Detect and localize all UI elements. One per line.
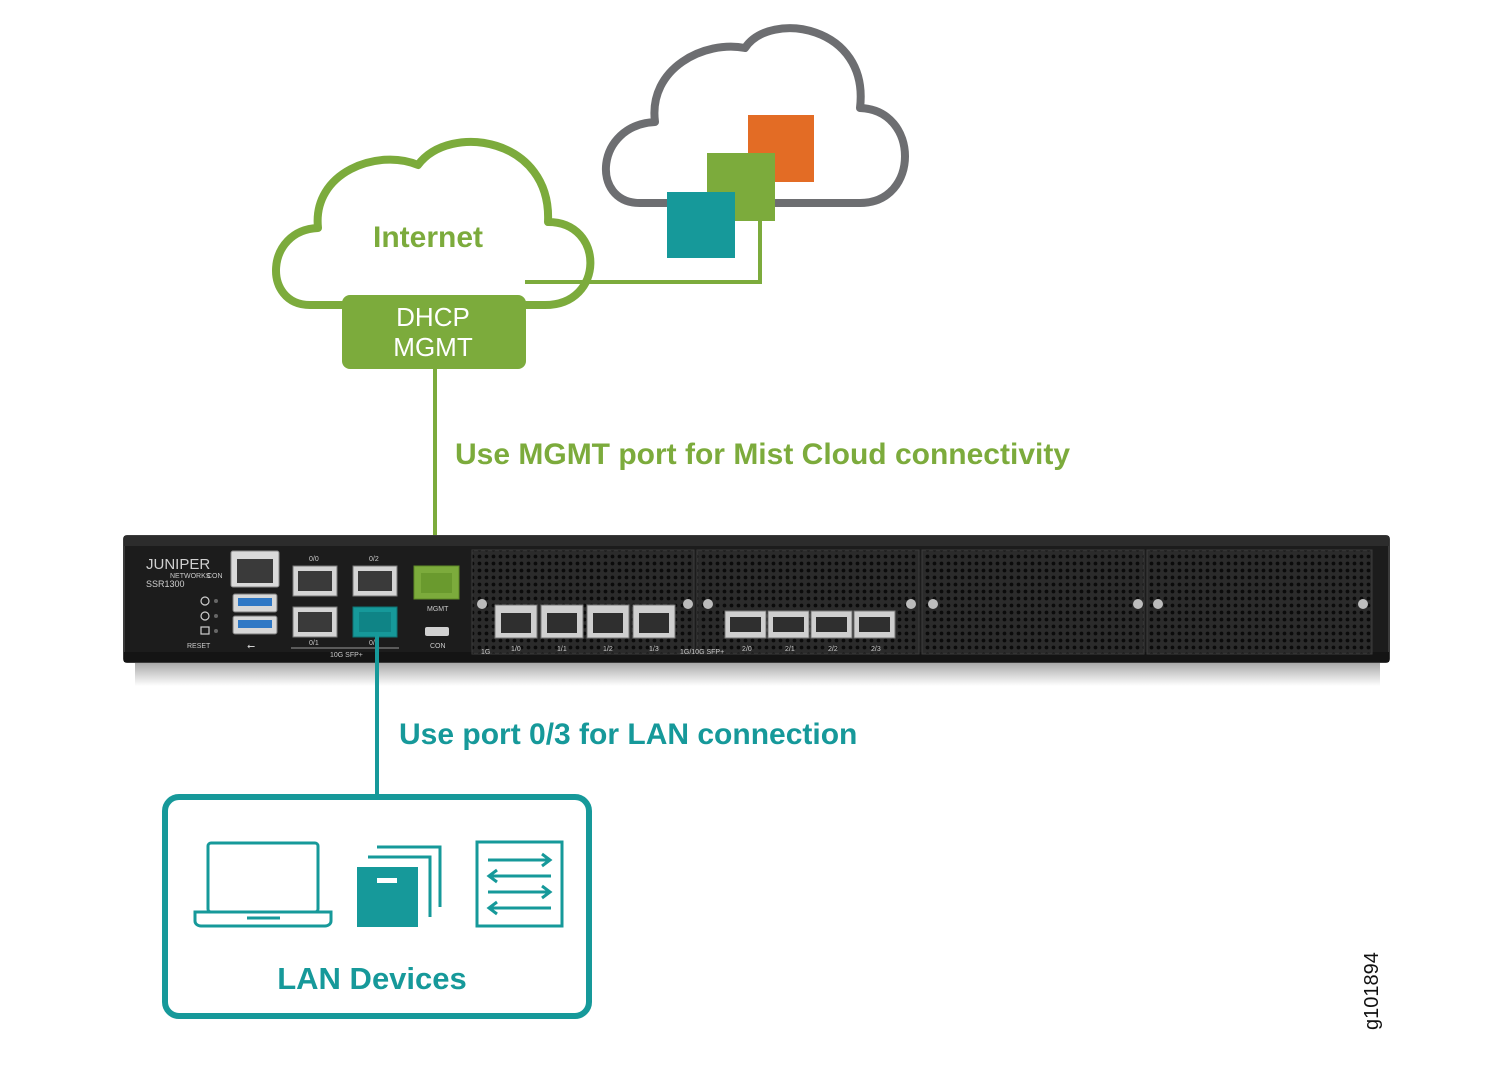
port-2-3-slot xyxy=(859,617,890,632)
storage-icon xyxy=(200,626,210,635)
mist-cloud xyxy=(602,24,909,258)
internet-label: Internet xyxy=(373,221,483,254)
led-3 xyxy=(214,629,218,633)
figure-id: g101894 xyxy=(1361,952,1383,1030)
brand-sub: NETWORKS xyxy=(170,573,211,580)
module-1-screw xyxy=(477,599,487,609)
port-2-1-label: 2/1 xyxy=(785,646,795,653)
sfp-port-0-0-slot xyxy=(298,571,332,591)
mgmt-port-jack xyxy=(421,573,452,593)
device-top-bevel xyxy=(124,536,1389,546)
lan-box-frame xyxy=(162,794,592,1019)
sfp-port-0-2-slot xyxy=(358,571,392,591)
port-1-2-label: 1/2 xyxy=(603,646,613,653)
device-bottom-bevel xyxy=(124,652,1389,662)
dhcp-label: DHCP xyxy=(396,302,470,332)
module-3-blank xyxy=(921,549,1145,655)
port-2-0-slot xyxy=(730,617,761,632)
group-1g-label: 1G xyxy=(481,649,490,656)
port-1-1-label: 1/1 xyxy=(557,646,567,653)
module-3-screw-2 xyxy=(1133,599,1143,609)
module-4-screw-2 xyxy=(1358,599,1368,609)
port-2-1-slot xyxy=(773,617,804,632)
usb-port-1-tongue xyxy=(238,598,272,606)
con-port[interactable] xyxy=(425,627,449,636)
switch-icon xyxy=(475,840,564,928)
reset-label: RESET xyxy=(187,643,211,650)
lan-devices-box: LAN Devices xyxy=(162,794,592,1019)
port-0-2-label: 0/2 xyxy=(369,556,379,563)
port-2-3-label: 2/3 xyxy=(871,646,881,653)
led-2 xyxy=(214,614,218,618)
led-1 xyxy=(214,599,218,603)
sfp-port-0-1-slot xyxy=(298,612,332,632)
module-3-screw xyxy=(928,599,938,609)
status-icon xyxy=(200,611,210,621)
port-0-0-label: 0/0 xyxy=(309,556,319,563)
status-leds xyxy=(200,596,218,635)
port-1-3-label: 1/3 xyxy=(649,646,659,653)
lan-devices-label: LAN Devices xyxy=(277,961,467,996)
power-icon xyxy=(200,596,210,606)
switch-icon-frame xyxy=(475,840,564,928)
server-stack-icon xyxy=(357,845,442,927)
dhcp-mgmt-box: DHCP MGMT xyxy=(342,295,526,369)
usb-icon: ⭠ xyxy=(247,641,255,652)
cloud-link-line xyxy=(525,220,762,284)
ssr1300-device: JUNIPER NETWORKS SSR1300 CON RESET ⭠ 0/0… xyxy=(123,535,1390,686)
port-2-2-slot xyxy=(816,617,847,632)
laptop-icon-screen xyxy=(206,841,320,914)
sfp-group-label: 10G SFP+ xyxy=(330,652,363,659)
switch-icon-arrow-right-1 xyxy=(488,852,553,868)
dhcp-mgmt-box-bg xyxy=(342,295,526,369)
port-1-0-label: 1/0 xyxy=(511,646,521,653)
server-stack-handle xyxy=(377,878,397,883)
mist-square-teal xyxy=(667,192,735,258)
sfp-port-0-3-slot xyxy=(359,612,391,632)
mgmt-caption: Use MGMT port for Mist Cloud connectivit… xyxy=(455,438,1070,471)
module-2-screw xyxy=(703,599,713,609)
module-2-screw-2 xyxy=(906,599,916,609)
module-1-screw-2 xyxy=(683,599,693,609)
switch-icon-arrow-right-2 xyxy=(488,884,553,900)
port-2-2-label: 2/2 xyxy=(828,646,838,653)
con-top-label: CON xyxy=(207,573,223,580)
laptop-icon-base xyxy=(193,910,333,928)
port-0-3-label: 0/3 xyxy=(369,640,379,647)
brand-logo: JUNIPER xyxy=(146,556,210,573)
server-stack-back xyxy=(377,845,442,907)
port-2-0-label: 2/0 xyxy=(742,646,752,653)
internet-cloud-outline xyxy=(272,137,595,309)
con-port-label: CON xyxy=(430,643,446,650)
module-4-screw xyxy=(1153,599,1163,609)
port-0-1-label: 0/1 xyxy=(309,640,319,647)
module-4-blank xyxy=(1146,549,1373,655)
mgmt-port-label: MGMT xyxy=(427,606,449,613)
usb-port-2-tongue xyxy=(238,620,272,628)
mgmt-label: MGMT xyxy=(393,332,473,362)
port-1-0-jack xyxy=(501,613,531,633)
internet-cloud: Internet xyxy=(272,137,595,309)
model-label: SSR1300 xyxy=(146,579,185,589)
port-1-3-jack xyxy=(639,613,669,633)
mist-cloud-outline xyxy=(602,24,909,207)
port-1-1-jack xyxy=(547,613,577,633)
switch-icon-arrow-left-2 xyxy=(486,900,551,916)
port-1-2-jack xyxy=(593,613,623,633)
switch-icon-arrow-left-1 xyxy=(486,868,551,884)
server-stack-middle xyxy=(368,855,432,917)
console-rj45-jack xyxy=(237,559,273,583)
device-shadow xyxy=(135,662,1380,686)
group-10g-label: 1G/10G SFP+ xyxy=(680,649,724,656)
lan-caption: Use port 0/3 for LAN connection xyxy=(399,718,857,751)
server-stack-front xyxy=(357,867,418,927)
laptop-icon xyxy=(193,841,333,928)
